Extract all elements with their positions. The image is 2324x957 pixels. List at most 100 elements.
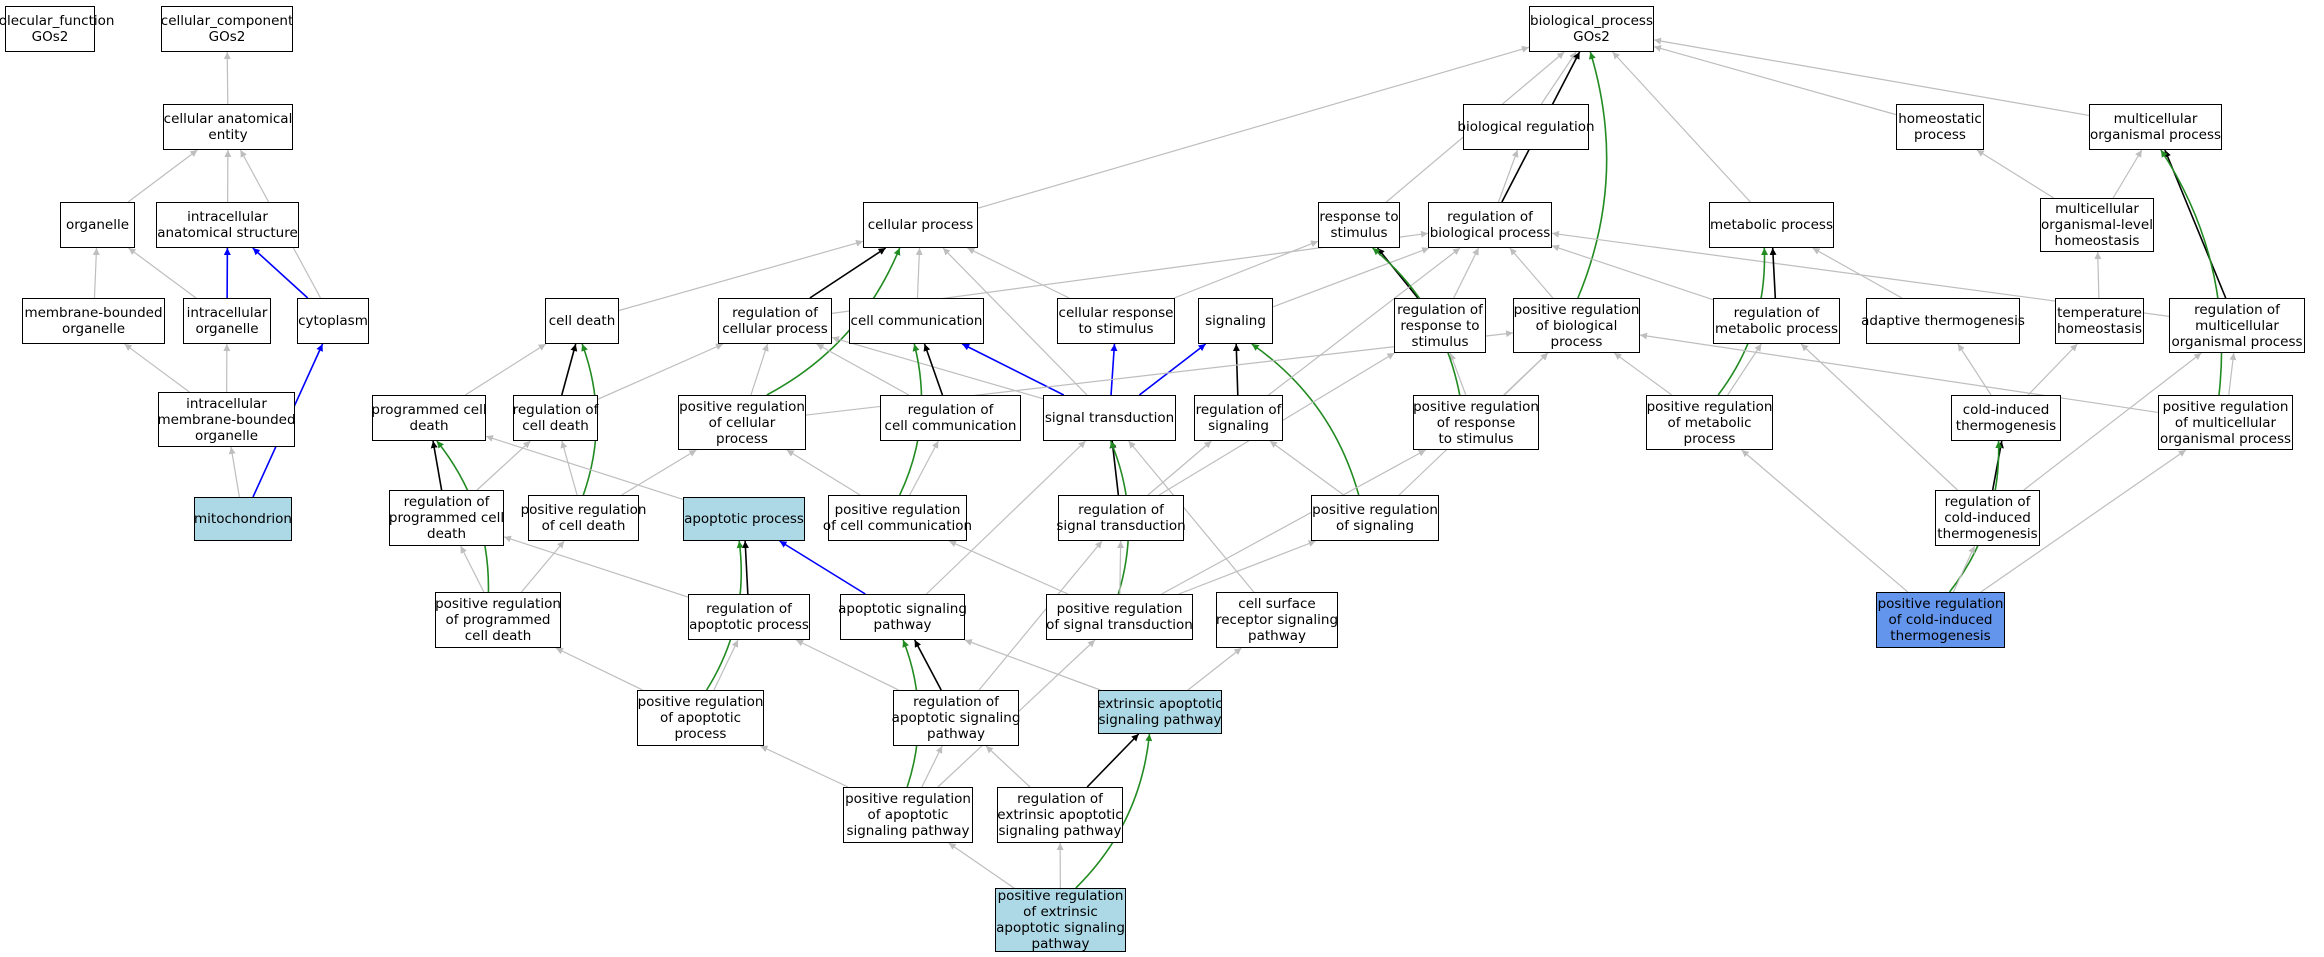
go-term-label-line: cell surface [1238,596,1316,612]
go-term-label-line: organelle [194,427,259,444]
go-term-label-line: regulation of [732,305,818,321]
edge-is_a-mcoh-to-mcp [2112,149,2143,199]
edge-positively_regulates-prsig-to-sig [1251,343,1360,496]
go-term-label-line: process [674,726,727,742]
go-term-label-line: extrinsic apoptotic [1097,696,1223,712]
edge-regulates-rpcd-to-pcd [430,440,443,491]
edge-is_a-cit-to-at [1957,343,1992,396]
go-term-label-line: of signaling [1335,518,1415,534]
edge-is_a-prpcd-to-prcd [521,540,565,593]
go-term-label-line: of apoptotic [660,710,741,726]
edge-is_a-sig-to-rbp [1272,247,1430,308]
go-term-label-line: signaling [1205,313,1266,329]
edge-is_a-crs-to-cp [967,247,1070,299]
edge-is_a-prst-to-prcc [948,540,1069,595]
go-term-mito: mitochondrion [194,497,292,541]
go-term-label-line: biological regulation [1457,119,1595,135]
go-term-mp: metabolic process [1709,202,1834,248]
edge-is_a-reasp-to-rasp [985,745,1031,788]
edge-regulates-rcit-to-cit [1991,440,2004,491]
edge-is_a-rbp-to-bioreg [1497,149,1519,203]
go-term-cd: cell death [545,298,619,344]
edge-is_a-hp-to-bp [1653,45,1897,116]
edge-is_a-prap-to-rap [713,639,739,691]
edge-is_a-prcp-to-rcp [750,343,769,396]
go-term-label-line: metabolic process [1715,321,1838,337]
edge-is_a-prmcp-to-rmcp [2228,352,2237,396]
edge-is_a-cd-to-cp [618,239,864,312]
go-term-label-line: intracellular [187,209,268,225]
edge-is_a-rcc-to-rcp [816,343,910,396]
go-term-label-line: regulation of [1017,791,1103,807]
go-term-label-line: of response [1436,414,1516,431]
edge-is_a-st-to-rcp [831,336,1044,400]
go-term-label-line: membrane-bounded [24,305,163,321]
edge-part_of-cyto-to-ias [252,247,309,299]
go-term-sig: signaling [1198,298,1273,344]
go-term-label-line: regulation of [403,494,490,510]
edge-is_a-prrs-to-rrs [1449,352,1467,396]
go-term-label-line: of cell death [541,518,626,534]
go-term-label-line: anatomical structure [157,225,298,241]
go-term-label-line: positive regulation [520,502,647,518]
edge-is_a-rrs-to-rbp [1453,247,1480,299]
go-term-label-line: intracellular [186,395,267,412]
go-term-label-line: death [427,526,466,542]
go-term-label-line: homeostasis [2057,321,2142,337]
go-term-label-line: signal transduction [1044,410,1175,426]
go-term-label-line: thermogenesis [1955,418,2057,434]
edge-is_a-rap-to-rpcd [503,535,689,598]
edge-is_a-cae-to-cc [223,51,231,105]
go-term-st: signal transduction [1043,395,1176,441]
edge-is_a-prmcp-to-prbp [1639,332,2159,414]
go-term-label-line: process [1914,127,1966,143]
edge-is_a-prbp-to-rbp [1509,247,1554,299]
go-term-at: adaptive thermogenesis [1861,298,2025,344]
edge-is_a-mcoh-to-hp [1976,149,2055,199]
go-term-label-line: positive regulation [1413,398,1539,415]
go-term-label-line: mitochondrion [194,511,292,527]
go-term-cyto: cytoplasm [297,298,369,344]
edge-is_a-at-to-mp [1812,247,1903,299]
go-term-label-line: signaling [1208,418,1269,434]
go-term-label-line: positive regulation [2162,398,2289,415]
go-term-label-line: regulation of [1733,305,1820,321]
go-term-label-line: multicellular [2113,111,2198,127]
go-term-label-line: pathway [1031,936,1090,952]
edge-is_a-prmp-to-prbp [1613,352,1673,396]
go-term-label-line: adaptive thermogenesis [1861,313,2025,329]
edge-regulates-rcc-to-cc2 [923,343,944,396]
go-term-label-line: stimulus [1411,333,1469,350]
edge-is_a-cp-to-bp [977,45,1530,209]
go-term-label-line: to stimulus [1078,321,1154,337]
go-term-label-line: regulation of [706,601,792,617]
go-term-label-line: response to [1400,317,1480,334]
go-term-label-line: of biological [1535,317,1618,334]
go-term-label-line: cellular_component [160,13,294,29]
edge-is_a-mcp-to-bp [1653,37,2090,117]
edge-is_a-rcd-to-rcp [597,343,724,400]
go-term-label-line: organismal process [2089,127,2222,143]
edge-regulates-rcp-to-cp [809,247,887,299]
edge-is_a-imbo-to-mbo [124,343,190,393]
go-term-label-line: positive regulation [1312,502,1438,518]
edge-is_a-prasp-to-prap [760,745,849,788]
